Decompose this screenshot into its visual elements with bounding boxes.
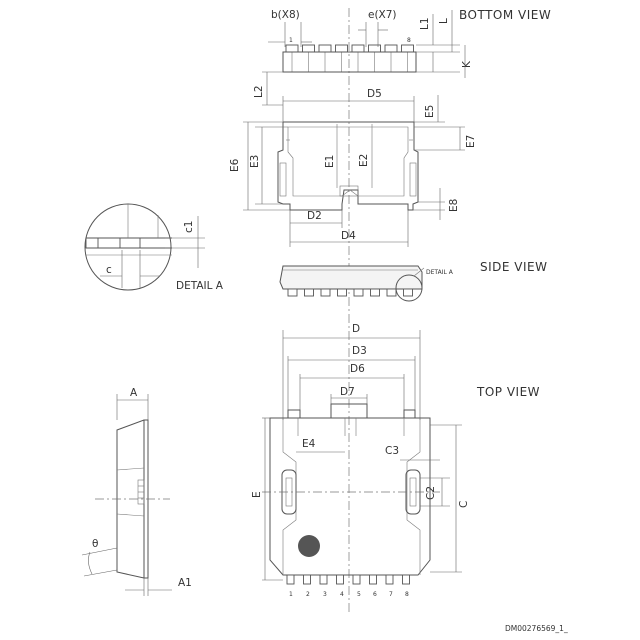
top-lead [303, 574, 311, 585]
dim-C2-label: C2 [425, 486, 437, 500]
theta-label: θ [92, 538, 98, 550]
dim-E2-label: E2 [358, 154, 370, 167]
bottom-lead-pad [368, 44, 381, 53]
dim-D7-label: D7 [340, 386, 355, 398]
side-lead [320, 288, 331, 297]
dim-C3-label: C3 [385, 445, 399, 457]
top-body-outline [269, 417, 431, 576]
side-lead [386, 288, 397, 297]
top-lead [385, 574, 394, 585]
top-pin-6: 6 [373, 591, 377, 598]
dim-A1-label: A1 [178, 577, 192, 589]
dim-c-label: c [106, 264, 112, 276]
side-lead [304, 288, 314, 297]
dim-K-label: K [461, 60, 473, 68]
dim-L-label: L [438, 18, 450, 24]
top-pin-4: 4 [340, 591, 344, 598]
detail-a-label: DETAIL A [176, 280, 224, 292]
bottom-lead-pad [351, 44, 365, 53]
dim-D4-label: D4 [341, 230, 356, 242]
top-lead [352, 574, 361, 585]
top-view-title: TOP VIEW [476, 385, 540, 399]
dim-D-label: D [352, 323, 360, 335]
bottom-lead-pad [384, 44, 398, 53]
dim-E6-label: E6 [229, 158, 241, 172]
dim-c1-label: c1 [183, 221, 195, 233]
side-lead [403, 288, 413, 297]
dim-b-label: b(X8) [271, 9, 300, 21]
dim-A-label: A [130, 387, 138, 399]
dim-D5-label: D5 [367, 88, 382, 100]
bottom-lead-pad [285, 44, 299, 53]
top-pin-numbers: 1 2 3 4 5 6 7 8 [289, 591, 409, 598]
bottom-pin-label-1: 1 [289, 37, 293, 44]
bottom-lead-pad [318, 44, 332, 53]
dim-E8-label: E8 [448, 199, 460, 212]
dim-D3-label: D3 [352, 345, 367, 357]
bottom-lead-pads [285, 44, 414, 72]
dim-L2-label: L2 [253, 85, 265, 98]
bottom-lead-pad [302, 44, 315, 53]
bottom-body-outline [277, 121, 419, 211]
detail-a: c1 c DETAIL A [84, 203, 224, 292]
side-view: DETAIL A [279, 265, 454, 302]
top-lead [286, 574, 295, 585]
top-pin-5: 5 [357, 591, 361, 598]
top-pin-3: 3 [323, 591, 327, 598]
top-pin-7: 7 [389, 591, 393, 598]
dim-E-label: E [251, 491, 263, 498]
dim-E1-label: E1 [324, 155, 336, 168]
top-lead [319, 574, 328, 585]
dim-D2-label: D2 [307, 210, 322, 222]
dim-E4-label: E4 [302, 438, 316, 450]
top-view: D D3 D6 D7 E4 [251, 323, 470, 598]
top-pin-8: 8 [405, 591, 409, 598]
side-view-leads [287, 288, 413, 297]
detail-a-reference: DETAIL A [426, 269, 454, 276]
dim-L1-label: L1 [419, 17, 431, 30]
bottom-lead-pad [401, 44, 414, 53]
top-lead [402, 574, 410, 585]
dim-e-label: e(X7) [368, 9, 397, 21]
dim-D6-label: D6 [350, 363, 365, 375]
dim-C-label: C [458, 501, 470, 508]
top-lead [369, 574, 377, 585]
top-view-leads [286, 574, 410, 585]
drawing-code: DM00276569_1_ [505, 624, 568, 633]
pin1-mark [298, 535, 320, 557]
bottom-pin-label-8: 8 [407, 37, 411, 44]
side-lead [337, 288, 347, 297]
top-lead [336, 574, 344, 585]
top-pin-2: 2 [306, 591, 310, 598]
side-lead [370, 288, 380, 297]
side-profile-view: A θ A1 [81, 387, 192, 596]
dim-E7-label: E7 [465, 135, 477, 148]
bottom-view: 1 8 b(X8) e(X7) L1 L K L2 D5 [229, 9, 477, 247]
top-pin-1: 1 [289, 591, 293, 598]
dim-E5-label: E5 [424, 105, 436, 118]
bottom-view-title: BOTTOM VIEW [459, 8, 551, 22]
side-lead [353, 288, 364, 297]
side-lead [287, 288, 298, 297]
dim-E3-label: E3 [249, 155, 261, 168]
side-view-title: SIDE VIEW [480, 260, 548, 274]
bottom-lead-pad [335, 44, 348, 53]
